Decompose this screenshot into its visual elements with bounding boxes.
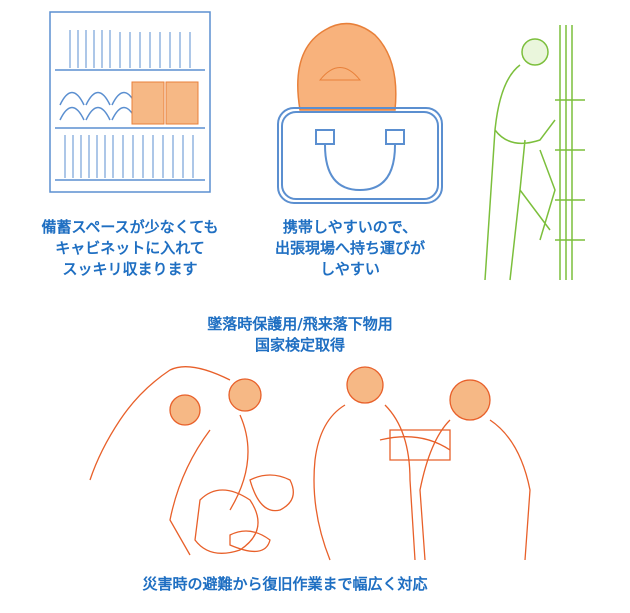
caption-line: 国家検定取得 bbox=[254, 336, 345, 354]
caption-line: 備蓄スペースが少なくても bbox=[41, 218, 219, 236]
caption-line: キャビネットに入れて bbox=[55, 239, 205, 257]
caption-line: 出張現場へ持ち運びが bbox=[274, 239, 425, 257]
rescue-illustration bbox=[89, 366, 531, 561]
bag-illustration bbox=[277, 22, 443, 204]
climber-illustration bbox=[484, 25, 585, 281]
caption-line: スッキリ収まります bbox=[62, 260, 198, 278]
caption-line: しやすい bbox=[320, 260, 380, 278]
storage-caption: 備蓄スペースが少なくても キャビネットに入れて スッキリ収まります bbox=[10, 217, 250, 280]
caption-line: 災害時の避難から復旧作業まで幅広く対応 bbox=[142, 575, 428, 593]
caption-line: 携帯しやすいので、 bbox=[282, 218, 418, 236]
caption-line: 墜落時保護用/飛来落下物用 bbox=[207, 315, 393, 333]
cabinet-illustration bbox=[49, 11, 211, 193]
disaster-caption: 災害時の避難から復旧作業まで幅広く対応 bbox=[60, 574, 510, 595]
portable-caption: 携帯しやすいので、 出張現場へ持ち運びが しやすい bbox=[240, 217, 460, 280]
certification-caption: 墜落時保護用/飛来落下物用 国家検定取得 bbox=[150, 314, 450, 356]
